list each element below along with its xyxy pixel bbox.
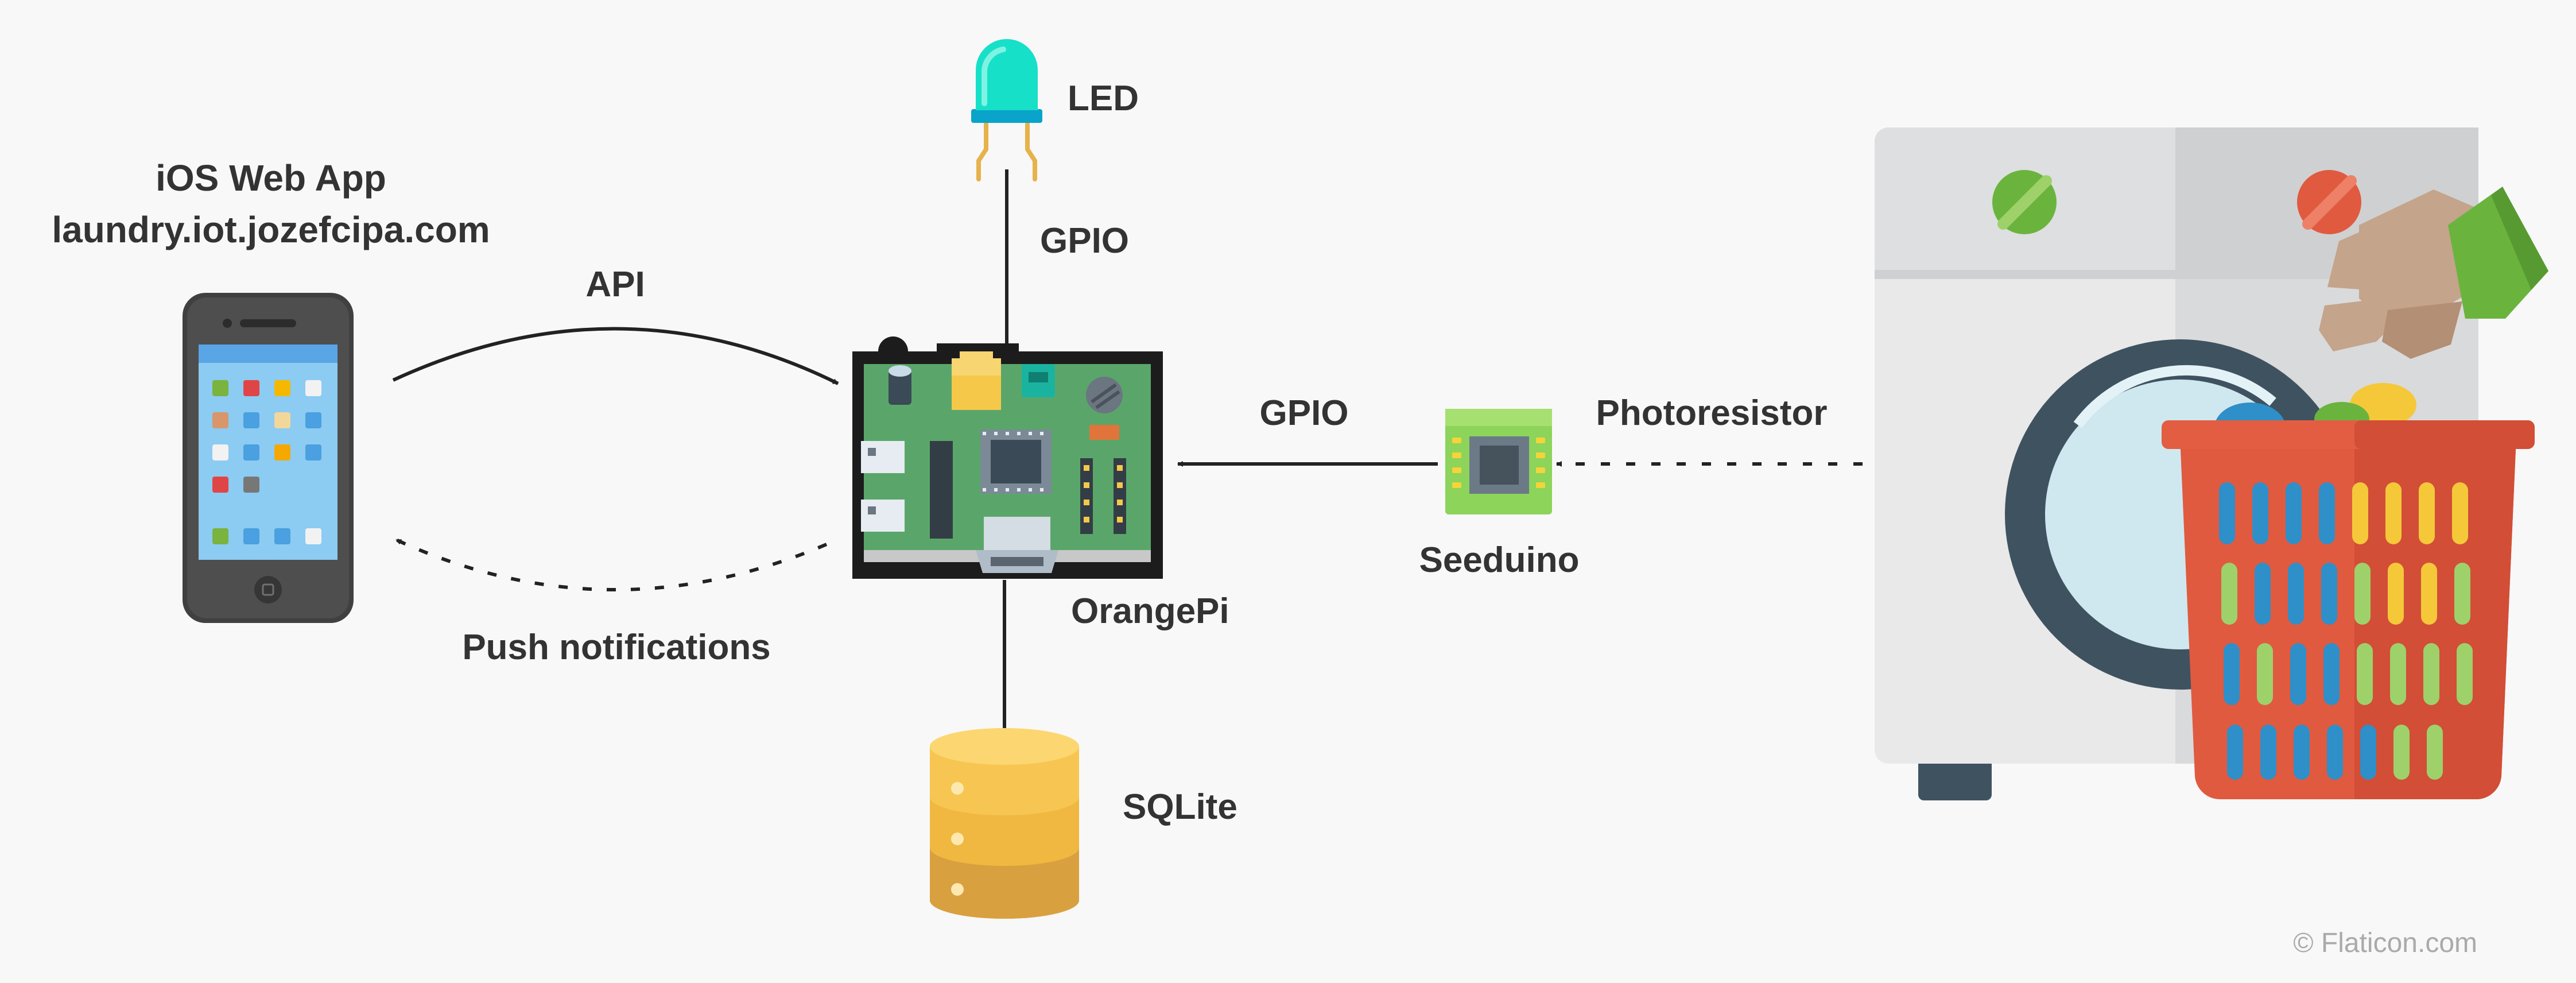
- basket-slots: [2219, 482, 2473, 780]
- led-icon: [947, 39, 1042, 181]
- web-app-url: laundry.iot.jozefcipa.com: [52, 209, 490, 250]
- microcontroller-icon: [1445, 409, 1552, 514]
- red-knob-icon: [2297, 170, 2361, 234]
- connectors: [392, 169, 1863, 728]
- sqlite-label: SQLite: [1123, 787, 1237, 827]
- web-app-title: iOS Web App: [156, 157, 386, 199]
- api-label: API: [585, 265, 645, 304]
- database-icon: [930, 728, 1079, 919]
- app-grid: [212, 380, 321, 544]
- flaticon-credit: © Flaticon.com: [2293, 928, 2477, 958]
- gpio-seeduino-label: GPIO: [1259, 393, 1348, 433]
- laundry-basket-icon: [2162, 383, 2535, 800]
- api-arrow: [392, 327, 839, 385]
- push-notifications-arrow: [395, 538, 828, 592]
- orangepi-label: OrangePi: [1071, 591, 1229, 631]
- seeduino-label: Seeduino: [1419, 540, 1579, 580]
- led-label: LED: [1068, 79, 1139, 118]
- circuit-board-icon: [852, 336, 1163, 579]
- gpio-led-label: GPIO: [1040, 221, 1129, 261]
- hand-icon: [2319, 187, 2548, 359]
- push-notifications-label: Push notifications: [462, 628, 770, 667]
- photoresistor-label: Photoresistor: [1596, 393, 1827, 433]
- labels: iOS Web App laundry.iot.jozefcipa.com AP…: [52, 79, 2477, 958]
- green-knob-icon: [1992, 170, 2057, 234]
- iphone-icon: [183, 293, 354, 623]
